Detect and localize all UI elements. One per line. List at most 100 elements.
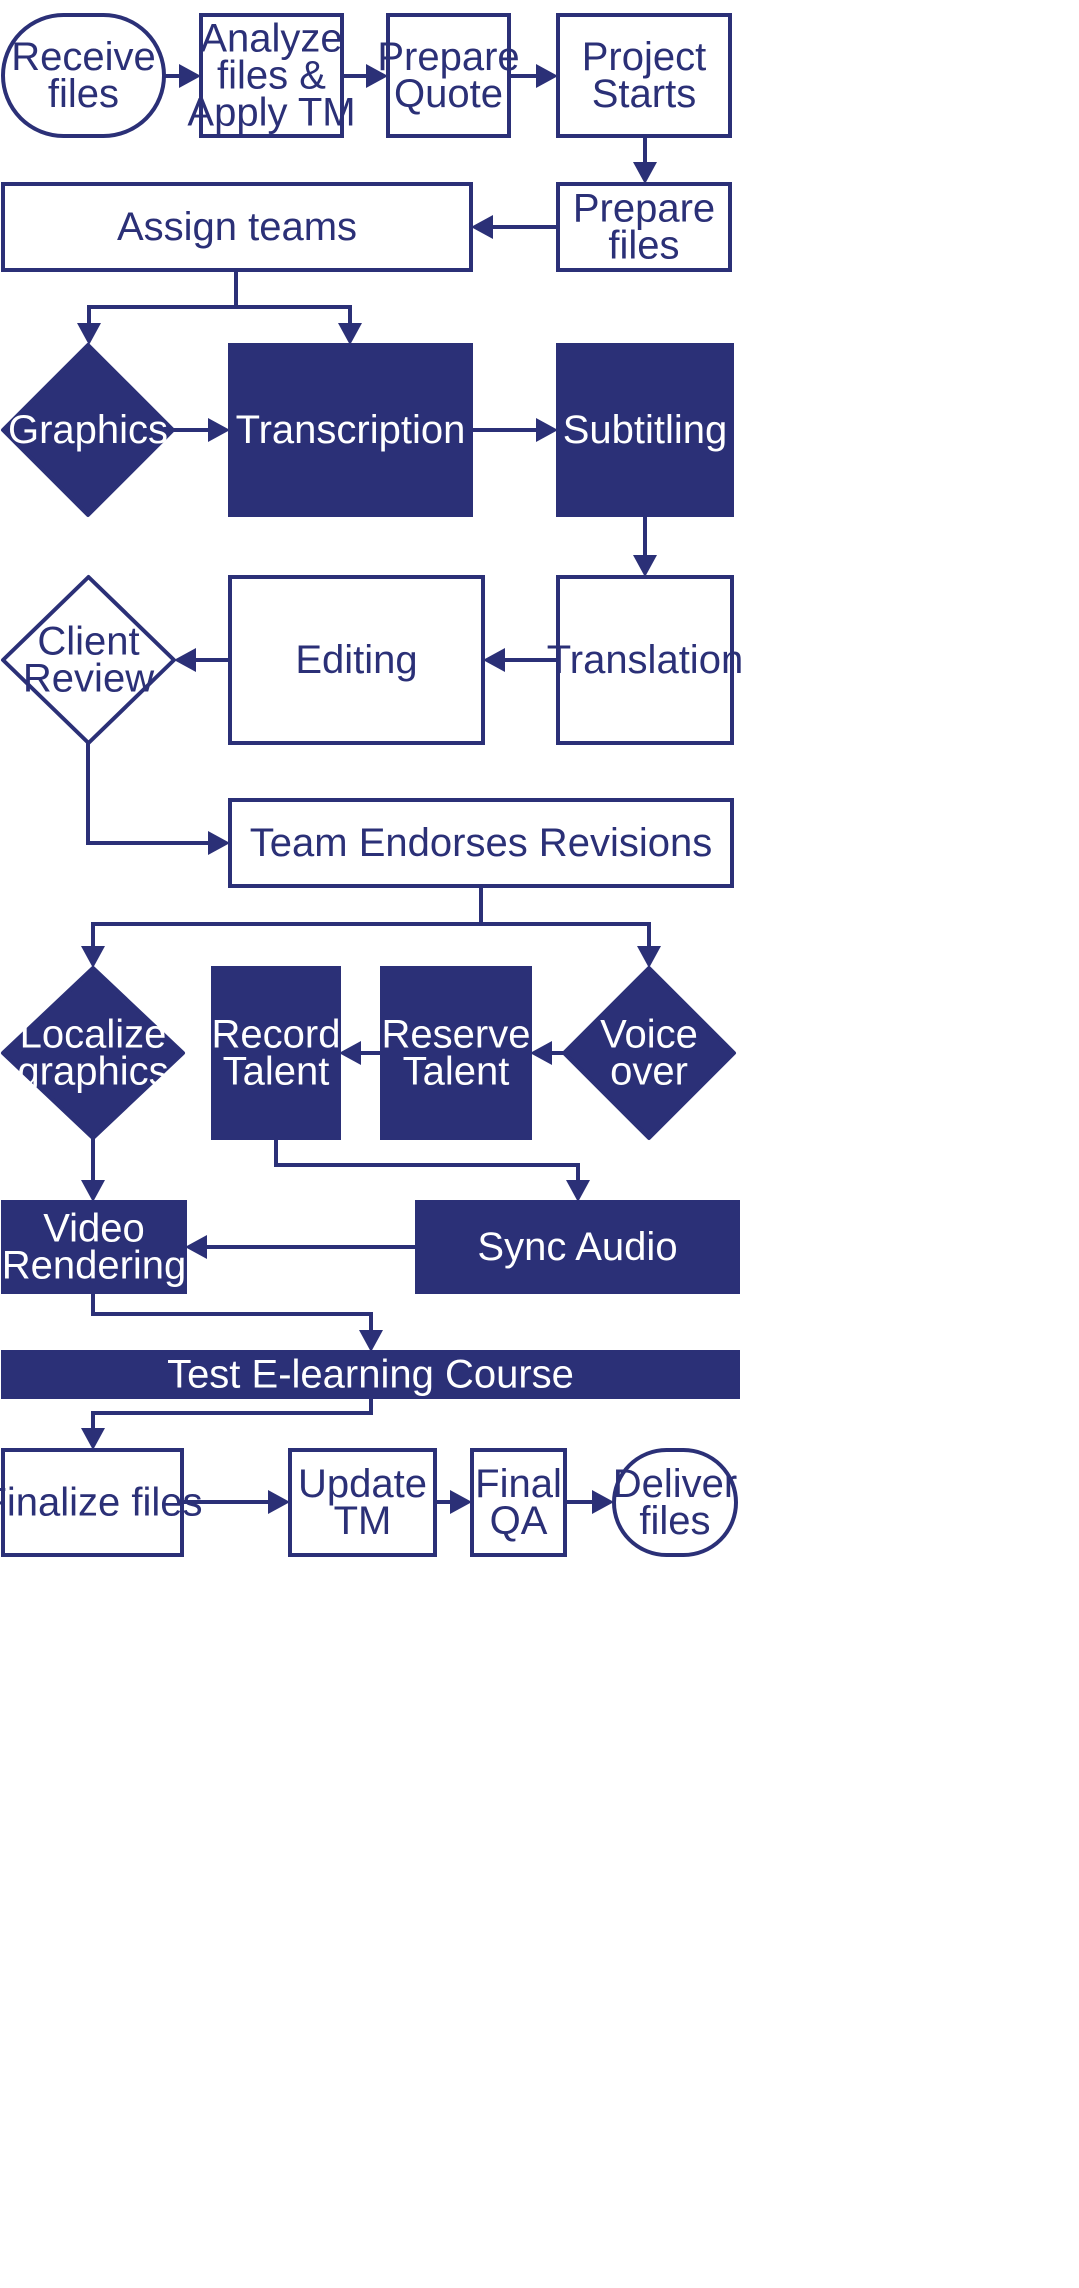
node-label-line: Prepare	[573, 187, 715, 231]
node-shape	[1, 1200, 187, 1294]
node-shape	[612, 1448, 738, 1557]
node-shape	[1, 182, 473, 272]
connector-arrow	[509, 64, 558, 88]
node-label-line: Quote	[394, 72, 503, 116]
node-label-line: Talent	[403, 1050, 510, 1094]
connector-arrow	[91, 1292, 383, 1352]
node-label-line: Voice	[600, 1013, 698, 1057]
node-shape	[556, 13, 732, 138]
node-shape	[380, 966, 532, 1140]
node-sync-audio: Sync Audio	[415, 1200, 740, 1294]
node-label: Translation	[547, 638, 743, 682]
node-label-line: Team Endorses Revisions	[250, 821, 712, 865]
connector-arrow	[182, 1490, 290, 1514]
node-shape	[228, 575, 485, 745]
node-shape	[211, 966, 341, 1140]
arrow-head	[483, 648, 505, 672]
connector-line	[87, 270, 238, 323]
node-label-line: Finalize files	[0, 1481, 203, 1525]
arrow-head	[359, 1330, 383, 1352]
connector-line	[86, 743, 208, 845]
node-label-line: Project	[582, 35, 707, 79]
arrow-head	[592, 1490, 614, 1514]
node-label-line: Sync Audio	[477, 1225, 677, 1269]
node-team-endorses: Team Endorses Revisions	[228, 798, 734, 888]
node-shape	[199, 13, 344, 138]
connector-arrow	[481, 922, 661, 968]
arrow-head	[566, 1180, 590, 1202]
arrow-head	[185, 1235, 207, 1259]
node-label-line: Receive	[11, 35, 156, 79]
node-shape	[562, 966, 736, 1140]
arrow-head	[208, 418, 230, 442]
arrow-head	[208, 831, 230, 855]
node-shape	[556, 182, 732, 272]
node-label: Sync Audio	[477, 1225, 677, 1269]
arrow-head	[536, 64, 558, 88]
node-transcription: Transcription	[228, 343, 473, 517]
connector-arrow	[435, 1490, 472, 1514]
node-shape	[386, 13, 511, 138]
connector-line	[91, 1397, 373, 1428]
connector-arrow	[173, 418, 230, 442]
node-label: Subtitling	[563, 408, 728, 452]
node-label-line: Assign teams	[117, 205, 357, 249]
node-label-line: Subtitling	[563, 408, 728, 452]
connector-arrow	[164, 64, 201, 88]
arrow-head	[633, 555, 657, 577]
node-label-line: files	[639, 1499, 710, 1543]
arrow-head	[471, 215, 493, 239]
connector-arrow	[339, 1041, 382, 1065]
connector-arrow	[483, 648, 558, 672]
node-label-line: Rendering	[2, 1244, 187, 1288]
connector-arrow	[633, 515, 657, 577]
node-translation: Translation	[547, 575, 743, 745]
node-subtitling: Subtitling	[556, 343, 734, 517]
node-label-line: graphics	[17, 1050, 168, 1094]
node-label: Transcription	[236, 408, 466, 452]
arrow-head	[268, 1490, 290, 1514]
arrow-head	[450, 1490, 472, 1514]
node-label-line: Starts	[592, 72, 696, 116]
connector-arrow	[86, 743, 230, 855]
connector-line	[236, 305, 352, 323]
node-label-line: Localize	[20, 1013, 167, 1057]
node-shape	[556, 343, 734, 517]
node-shape	[1, 1448, 184, 1557]
node-shape	[1, 575, 176, 745]
connector-arrow	[342, 64, 388, 88]
connector-arrow	[565, 1490, 614, 1514]
node-label-line: Deliver	[613, 1462, 737, 1506]
node-label: Test E-learning Course	[167, 1353, 574, 1397]
arrow-head	[366, 64, 388, 88]
connector-arrow	[633, 136, 657, 184]
connector-arrow	[471, 418, 558, 442]
arrow-head	[81, 1180, 105, 1202]
arrow-head	[637, 946, 661, 968]
node-label-line: Test E-learning Course	[167, 1353, 574, 1397]
node-label-line: Transcription	[236, 408, 466, 452]
connector-arrow	[274, 1138, 590, 1202]
arrow-head	[77, 323, 101, 345]
arrow-head	[536, 418, 558, 442]
node-label-line: Record	[212, 1013, 341, 1057]
connector-arrow	[236, 305, 362, 345]
